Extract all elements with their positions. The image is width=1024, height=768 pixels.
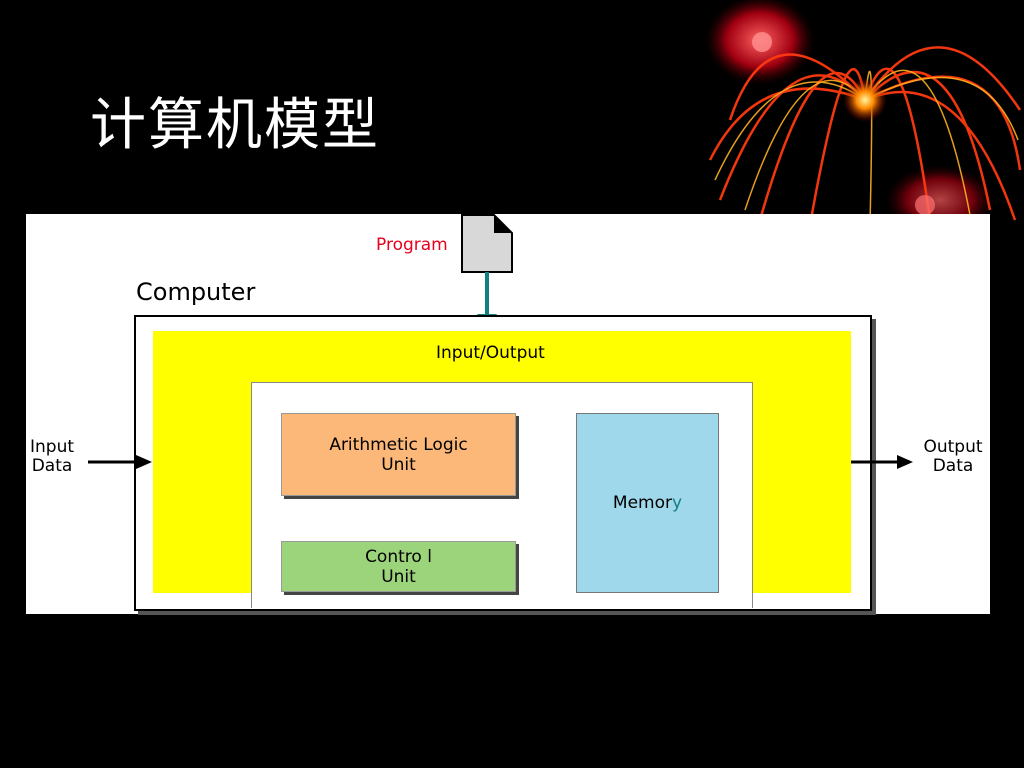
firework-decoration [705, 0, 1022, 230]
memory-box: Memory [576, 413, 719, 593]
slide-title: 计算机模型 [90, 93, 380, 158]
computer-label: Computer [136, 278, 256, 306]
output-label-line2: Data [932, 456, 974, 476]
control-label-line1: Contro l [365, 546, 432, 567]
alu-label-line1: Arithmetic Logic [329, 434, 468, 455]
memory-label: Memory [613, 493, 682, 513]
diagram-panel: Program Computer Input/Output Arithmetic… [26, 214, 990, 614]
input-data-label: Input Data [26, 438, 78, 476]
alu-label-line2: Unit [381, 454, 416, 475]
output-data-label: Output Data [919, 438, 987, 476]
program-label: Program [376, 235, 448, 255]
control-unit-box: Contro l Unit [281, 541, 516, 592]
input-label-line2: Data [31, 456, 73, 476]
input-label-line1: Input [29, 437, 75, 457]
output-label-line1: Output [923, 437, 983, 457]
memory-label-main: Memor [612, 493, 672, 513]
control-label-line2: Unit [381, 566, 416, 587]
alu-box: Arithmetic Logic Unit [281, 413, 516, 496]
output-arrow [851, 455, 913, 469]
input-arrow [88, 455, 152, 469]
input-output-label: Input/Output [436, 343, 545, 363]
memory-label-last: y [672, 493, 683, 513]
document-icon [461, 214, 513, 273]
